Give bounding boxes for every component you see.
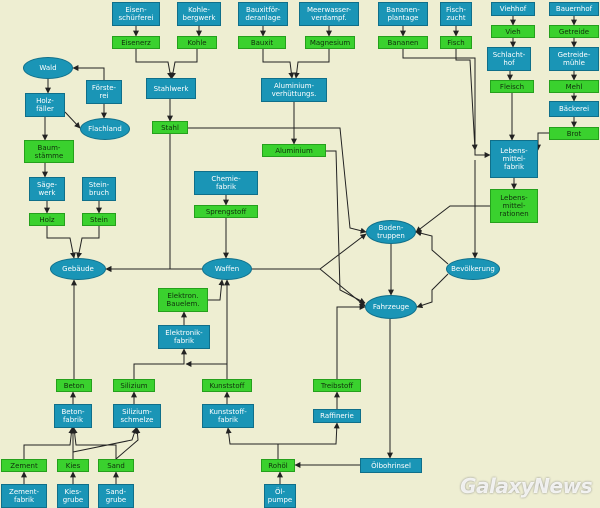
node-magnesium: Magnesium: [305, 36, 355, 49]
edge-42: [252, 233, 367, 270]
node-holz: Holz: [29, 213, 65, 226]
edge-9: [170, 49, 198, 79]
node-bauxitfoerderanlage: Bauxitför- deranlage: [238, 2, 288, 26]
node-stein: Stein: [82, 213, 116, 226]
edge-31: [188, 127, 367, 234]
edge-32: [326, 150, 366, 304]
node-zementfabrik: Zement- fabrik: [1, 484, 47, 508]
node-baeckerei: Bäckerei: [549, 101, 599, 117]
node-brot: Brot: [549, 127, 599, 140]
node-betonfabrik: Beton- fabrik: [54, 404, 92, 428]
node-kies: Kies: [57, 459, 89, 472]
node-sandgrube: Sand- grube: [98, 484, 134, 508]
node-getreide: Getreide: [549, 25, 599, 38]
edge-28: [46, 226, 76, 259]
node-lebensmittelfabrik: Lebens- mittel- fabrik: [490, 140, 538, 178]
node-vieh: Vieh: [491, 25, 535, 38]
edge-38: [415, 205, 490, 233]
node-holzfaeller: Holz- fäller: [25, 93, 65, 117]
node-kohle: Kohle: [177, 36, 217, 49]
node-roehoel: Rohöl: [261, 459, 295, 472]
edge-29: [76, 226, 100, 259]
node-foersterei: Förste- rei: [86, 80, 122, 104]
edge-44: [415, 230, 449, 265]
node-kunststofffabrik: Kunststoff- fabrik: [202, 404, 254, 428]
node-getreidemuehle: Getreide- mühle: [549, 47, 599, 71]
node-fahrzeuge: Fahrzeuge: [365, 295, 417, 319]
node-viehhof: Viehhof: [491, 2, 535, 16]
edge-68: [277, 422, 340, 459]
node-chemiefabrik: Chemie- fabrik: [194, 171, 258, 195]
node-steinbruch: Stein- bruch: [82, 177, 116, 201]
node-raffinerie: Raffinerie: [313, 409, 361, 423]
node-stahl: Stahl: [152, 121, 188, 134]
node-eisenerz: Eisenerz: [112, 36, 160, 49]
edge-36: [535, 132, 549, 151]
node-elektronikfabrik: Elektronik- fabrik: [158, 325, 210, 349]
node-gebaeude: Gebäude: [50, 258, 106, 280]
node-elektronbauelem: Elektron. Bauelem.: [158, 288, 208, 312]
edge-43: [252, 268, 366, 307]
node-baumstaemme: Baum- stämme: [24, 140, 74, 163]
edge-8: [135, 49, 173, 79]
node-kunststoff: Kunststoff: [202, 379, 252, 392]
node-bananenplantage: Bananen- plantage: [378, 2, 428, 26]
node-saegewerk: Säge- werk: [29, 177, 65, 201]
node-beton: Beton: [56, 379, 92, 392]
edge-12: [293, 49, 330, 79]
edge-23: [64, 111, 81, 129]
node-fisch: Fisch: [440, 36, 472, 49]
node-wald: Wald: [23, 57, 73, 79]
node-zement: Zement: [1, 459, 47, 472]
node-mehl: Mehl: [549, 80, 599, 93]
node-lebensmittelrationen: Lebens- mittel- rationen: [490, 189, 538, 223]
node-eisenschuerferei: Eisen- schürferei: [112, 2, 160, 26]
node-bauernhof: Bauernhof: [549, 2, 599, 16]
node-treibstoff: Treibstoff: [313, 379, 361, 392]
edge-34: [455, 49, 478, 151]
node-kohlebergwerk: Kohle- bergwerk: [177, 2, 221, 26]
node-bauxit: Bauxit: [238, 36, 286, 49]
node-oelbohrinsel: Ölbohrinsel: [360, 458, 422, 473]
edge-61: [71, 427, 117, 459]
node-fleisch: Fleisch: [490, 80, 534, 93]
edge-51: [185, 361, 228, 379]
edge-21: [72, 65, 105, 80]
watermark-logo: GalaxyNews: [460, 474, 592, 498]
node-bananen: Bananen: [378, 36, 428, 49]
node-meerwasserverdampf: Meerwasser- verdampf.: [299, 2, 359, 26]
node-sprengstoff: Sprengstoff: [194, 205, 258, 218]
edge-30: [105, 134, 171, 272]
node-kiesgrube: Kies- grube: [57, 484, 89, 508]
edge-33: [402, 49, 491, 158]
node-fischzucht: Fisch- zucht: [440, 2, 472, 26]
node-silizium: Silizium: [113, 379, 155, 392]
node-stahlwerk: Stahlwerk: [146, 78, 196, 99]
node-oelpumpe: Öl- pumpe: [264, 484, 296, 508]
edge-45: [416, 273, 449, 309]
node-waffen: Waffen: [202, 258, 252, 280]
node-bevoelkerung: Bevölkerung: [446, 258, 500, 280]
node-flachland: Flachland: [80, 118, 130, 140]
node-bodentruppen: Boden- truppen: [366, 220, 416, 244]
edge-67: [225, 427, 279, 459]
edge-62: [72, 427, 138, 453]
edge-58: [336, 304, 366, 379]
edge-59: [23, 427, 75, 459]
edge-50: [133, 348, 187, 379]
edge-63: [115, 427, 141, 460]
node-siliziumschmelze: Silizium- schmelze: [113, 404, 161, 428]
node-schlachthof: Schlacht- hof: [487, 47, 531, 71]
node-aluminiumverhuettung: Aluminium- verhüttungs.: [261, 78, 327, 102]
edge-49: [208, 279, 225, 301]
node-aluminium: Aluminium: [262, 144, 326, 157]
node-sand: Sand: [98, 459, 134, 472]
edge-11: [262, 49, 295, 79]
